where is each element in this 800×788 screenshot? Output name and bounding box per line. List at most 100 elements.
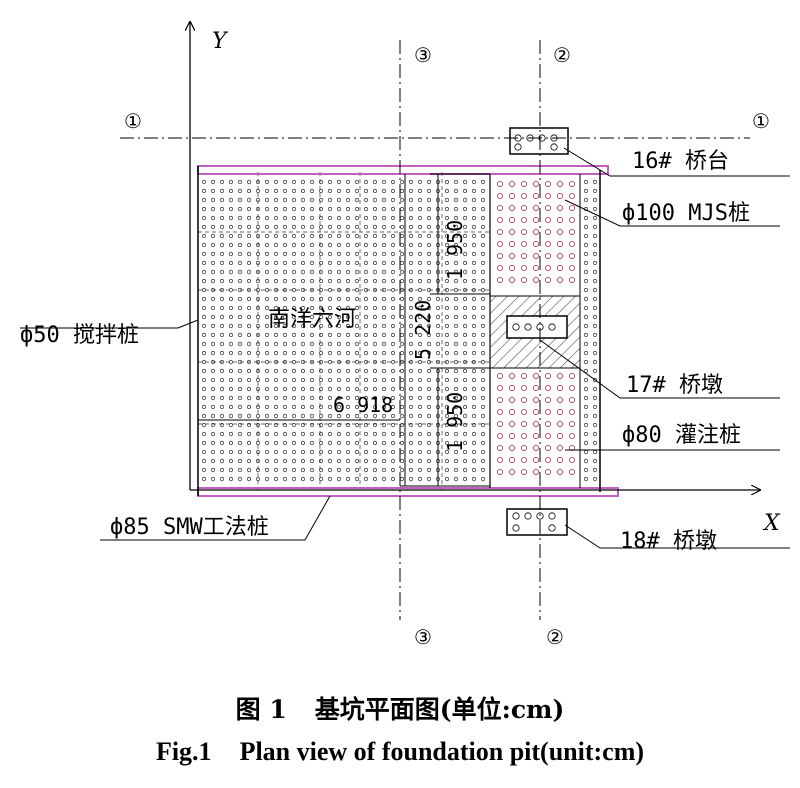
grid-reference-lines — [120, 40, 750, 620]
mixing-pile — [354, 476, 360, 482]
mixing-pile — [246, 260, 252, 266]
mixing-pile — [408, 422, 414, 428]
mixing-pile — [390, 215, 396, 221]
mixing-pile — [408, 449, 414, 455]
mixing-pile — [219, 449, 225, 455]
mixing-pile — [228, 233, 234, 239]
mixing-pile — [390, 296, 396, 302]
mixing-pile — [264, 269, 270, 275]
mixing-pile — [417, 458, 423, 464]
mixing-pile — [471, 458, 477, 464]
mixing-pile — [282, 386, 288, 392]
mixing-pile — [291, 449, 297, 455]
mixing-pile — [336, 395, 342, 401]
mixing-pile — [408, 206, 414, 212]
mixing-pile — [426, 233, 432, 239]
mixing-pile — [219, 242, 225, 248]
mixing-pile — [300, 458, 306, 464]
mixing-pile — [210, 368, 216, 374]
mixing-pile — [583, 314, 589, 320]
cap-pile — [512, 323, 520, 331]
mixing-pile — [273, 251, 279, 257]
mixing-pile — [363, 260, 369, 266]
mixing-pile — [471, 476, 477, 482]
mixing-pile — [462, 260, 468, 266]
mixing-pile — [592, 422, 598, 428]
mixing-pile — [426, 458, 432, 464]
mixing-pile — [363, 305, 369, 311]
mixing-pile — [480, 242, 486, 248]
mixing-pile — [264, 431, 270, 437]
mjs-pile — [533, 468, 540, 475]
grid-id-1-left: ① — [124, 109, 142, 133]
mixing-pile — [583, 458, 589, 464]
mjs-pile — [533, 240, 540, 247]
mixing-pile — [282, 449, 288, 455]
mixing-pile — [444, 350, 450, 356]
mixing-pile — [264, 179, 270, 185]
mixing-pile — [480, 224, 486, 230]
mixing-pile — [426, 395, 432, 401]
mixing-pile — [444, 413, 450, 419]
mixing-pile — [354, 179, 360, 185]
mixing-pile — [363, 242, 369, 248]
mixing-pile — [444, 377, 450, 383]
mixing-pile — [336, 377, 342, 383]
mixing-pile — [426, 467, 432, 473]
mixing-pile — [426, 260, 432, 266]
mixing-pile — [318, 251, 324, 257]
mixing-pile — [583, 224, 589, 230]
mixing-pile — [444, 251, 450, 257]
mixing-pile — [592, 242, 598, 248]
mjs-pile — [508, 216, 515, 223]
dimension-upper-section: 1 950 — [443, 220, 467, 280]
mixing-pile — [408, 269, 414, 275]
mixing-pile — [291, 458, 297, 464]
mixing-pile — [462, 413, 468, 419]
mixing-pile — [210, 305, 216, 311]
mixing-pile — [264, 206, 270, 212]
mixing-pile — [354, 458, 360, 464]
mixing-pile — [372, 422, 378, 428]
mixing-pile — [417, 395, 423, 401]
mixing-pile — [336, 206, 342, 212]
mjs-pile — [545, 384, 552, 391]
mixing-pile — [237, 341, 243, 347]
mixing-pile — [592, 440, 598, 446]
mixing-pile — [282, 224, 288, 230]
mixing-pile — [201, 368, 207, 374]
mixing-pile — [210, 206, 216, 212]
mixing-pile — [426, 386, 432, 392]
mixing-pile — [462, 314, 468, 320]
mixing-pile — [336, 233, 342, 239]
mixing-pile — [273, 332, 279, 338]
mixing-pile — [462, 296, 468, 302]
mixing-pile — [210, 242, 216, 248]
mixing-pile — [318, 206, 324, 212]
mixing-pile — [462, 350, 468, 356]
cap-pile — [524, 323, 532, 331]
mixing-pile — [354, 386, 360, 392]
mjs-pile — [521, 252, 528, 259]
mixing-pile — [583, 404, 589, 410]
mixing-pile — [228, 242, 234, 248]
mixing-pile — [246, 251, 252, 257]
mixing-pile — [228, 206, 234, 212]
mixing-pile — [444, 269, 450, 275]
mixing-pile — [318, 422, 324, 428]
mixing-pile — [480, 422, 486, 428]
mjs-pile — [557, 192, 564, 199]
mixing-pile — [372, 395, 378, 401]
mixing-pile — [417, 197, 423, 203]
mixing-pile — [327, 206, 333, 212]
mixing-pile — [372, 224, 378, 230]
mjs-pile — [557, 420, 564, 427]
mixing-pile — [327, 332, 333, 338]
mixing-pile — [583, 449, 589, 455]
mixing-pile — [336, 278, 342, 284]
mixing-pile — [462, 431, 468, 437]
mixing-pile — [399, 269, 405, 275]
mixing-pile — [219, 224, 225, 230]
mixing-pile — [408, 476, 414, 482]
